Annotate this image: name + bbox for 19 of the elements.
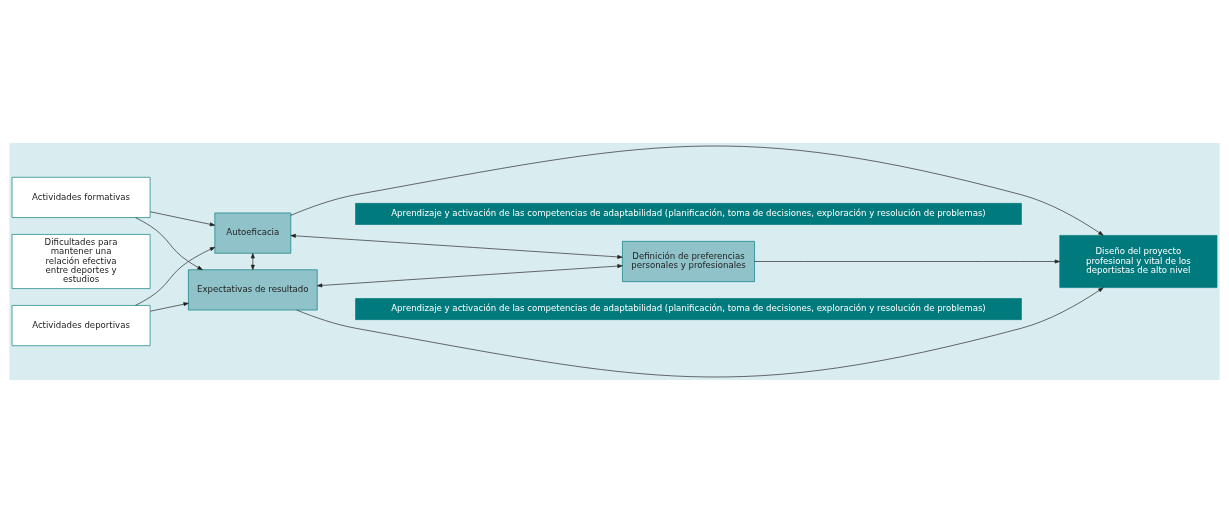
node-box: Diseño del proyecto profesional y vital de los deportistas de alto nivel bbox=[1059, 234, 1218, 288]
node-box: Aprendizaje y activación de las competencias de adaptabilidad (planificación, toma de decisiones, exploración y resolución de problemas) bbox=[355, 297, 1022, 320]
arrow bbox=[135, 216, 203, 270]
arrow bbox=[290, 233, 623, 259]
arrow bbox=[317, 263, 623, 287]
node-box: Actividades formativas bbox=[11, 176, 151, 218]
arrow bbox=[296, 286, 1104, 377]
node-box: Dificultades para mantener una relación efectiva entre deportes y estudios bbox=[11, 233, 151, 289]
arrow bbox=[290, 145, 1104, 236]
arrow bbox=[754, 259, 1060, 263]
arrow bbox=[149, 301, 189, 312]
arrow bbox=[250, 252, 255, 270]
node-box: Expectativas de resultado bbox=[188, 268, 318, 310]
node-box: Aprendizaje y activación de las competencias de adaptabilidad (planificación, toma de decisiones, exploración y resolución de problemas) bbox=[355, 202, 1022, 225]
arrow bbox=[149, 210, 216, 226]
node-box: Autoeficacia bbox=[214, 212, 292, 254]
arrow bbox=[135, 246, 216, 306]
node-box: Actividades deportivas bbox=[11, 304, 151, 346]
node-box: Definición de preferencias personales y profesionales bbox=[622, 240, 755, 282]
